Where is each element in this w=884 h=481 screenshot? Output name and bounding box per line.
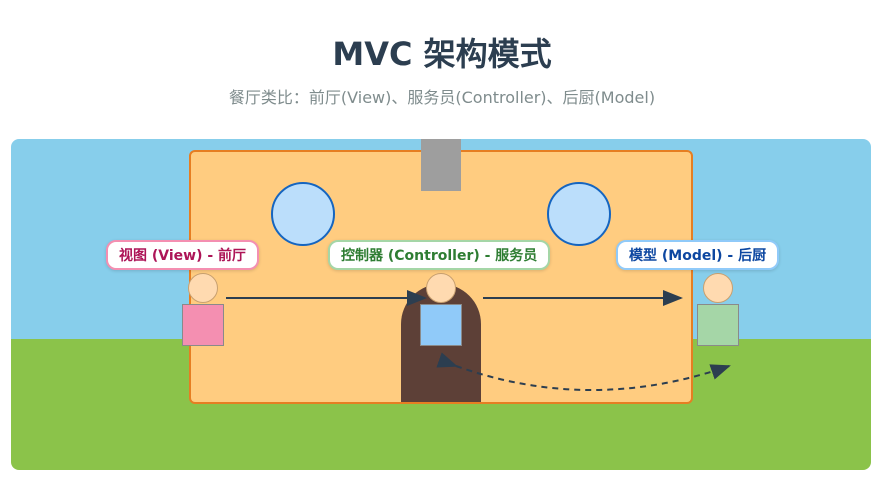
model-person-body	[697, 304, 739, 346]
controller-label: 控制器 (Controller) - 服务员	[328, 240, 551, 270]
view-person-body	[182, 304, 224, 346]
chimney	[421, 139, 461, 191]
controller-person-body	[420, 304, 462, 346]
flow-arrows	[226, 290, 731, 391]
arrow-model-to-controller	[436, 352, 731, 391]
window-left	[271, 182, 335, 246]
model-person-head	[703, 273, 733, 303]
restaurant-scene: 视图 (View) - 前厅 控制器 (Controller) - 服务员 模型…	[11, 139, 871, 470]
page-title: MVC 架构模式	[332, 35, 552, 73]
page-subtitle: 餐厅类比：前厅(View)、服务员(Controller)、后厨(Model)	[228, 88, 656, 107]
view-person-head	[188, 273, 218, 303]
model-label: 模型 (Model) - 后厨	[616, 240, 780, 270]
view-label: 视图 (View) - 前厅	[106, 240, 260, 270]
window-right	[547, 182, 611, 246]
controller-person-head	[426, 273, 456, 303]
